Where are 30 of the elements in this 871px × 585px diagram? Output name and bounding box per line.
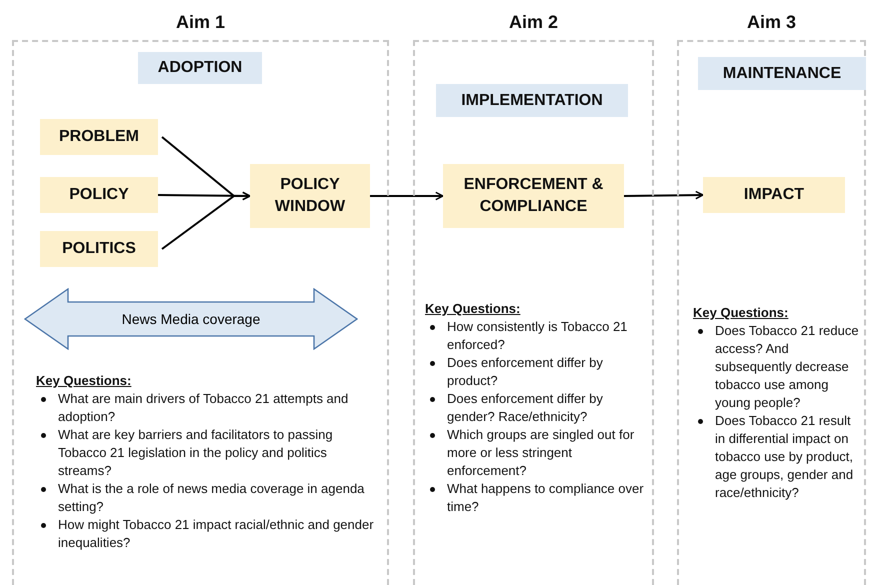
question-text: What are key barriers and facilitators to passing Tobacco 21 legislation in the policy and politics streams?	[58, 427, 333, 478]
key-questions-heading: Key Questions:	[425, 300, 520, 318]
aim-heading: Aim 3	[746, 12, 796, 33]
concept-box: ENFORCEMENT & COMPLIANCE	[443, 164, 624, 228]
question-text: What is the a role of news media coverage in agenda setting?	[58, 481, 364, 514]
question-text: Does enforcement differ by product?	[447, 355, 603, 388]
key-questions-heading: Key Questions:	[693, 304, 788, 322]
concept-box: POLICY WINDOW	[250, 164, 370, 228]
aim-heading: Aim 1	[176, 12, 226, 33]
question-text: Does Tobacco 21 reduce access? And subsequently decrease tobacco use among young people?	[715, 323, 859, 410]
stage-header: IMPLEMENTATION	[436, 84, 628, 117]
key-questions-heading: Key Questions:	[36, 372, 132, 390]
arrow	[161, 192, 251, 250]
question-text: Does enforcement differ by gender? Race/ethnicity?	[447, 391, 603, 424]
arrow	[624, 190, 704, 200]
concept-box: POLICY	[40, 177, 158, 213]
stage-header: ADOPTION	[138, 52, 262, 84]
question-text: Does Tobacco 21 result in differential impact on tobacco use by product, age groups, gender and race/ethnicity?	[715, 413, 854, 500]
question-text: What happens to compliance over time?	[447, 481, 644, 514]
arrow-label: News Media coverage	[122, 311, 260, 327]
concept-box: POLITICS	[40, 231, 158, 267]
question-text: What are main drivers of Tobacco 21 attempts and adoption?	[58, 391, 348, 424]
question-text: How might Tobacco 21 impact racial/ethnic and gender inequalities?	[58, 517, 374, 550]
concept-box: PROBLEM	[40, 119, 158, 155]
question-text: How consistently is Tobacco 21 enforced?	[447, 319, 628, 352]
question-text: Which groups are singled out for more or less stringent enforcement?	[447, 427, 634, 478]
stage-header: MAINTENANCE	[698, 57, 866, 90]
arrow	[370, 192, 444, 200]
aim-heading: Aim 2	[508, 12, 558, 33]
concept-box: IMPACT	[703, 177, 845, 213]
